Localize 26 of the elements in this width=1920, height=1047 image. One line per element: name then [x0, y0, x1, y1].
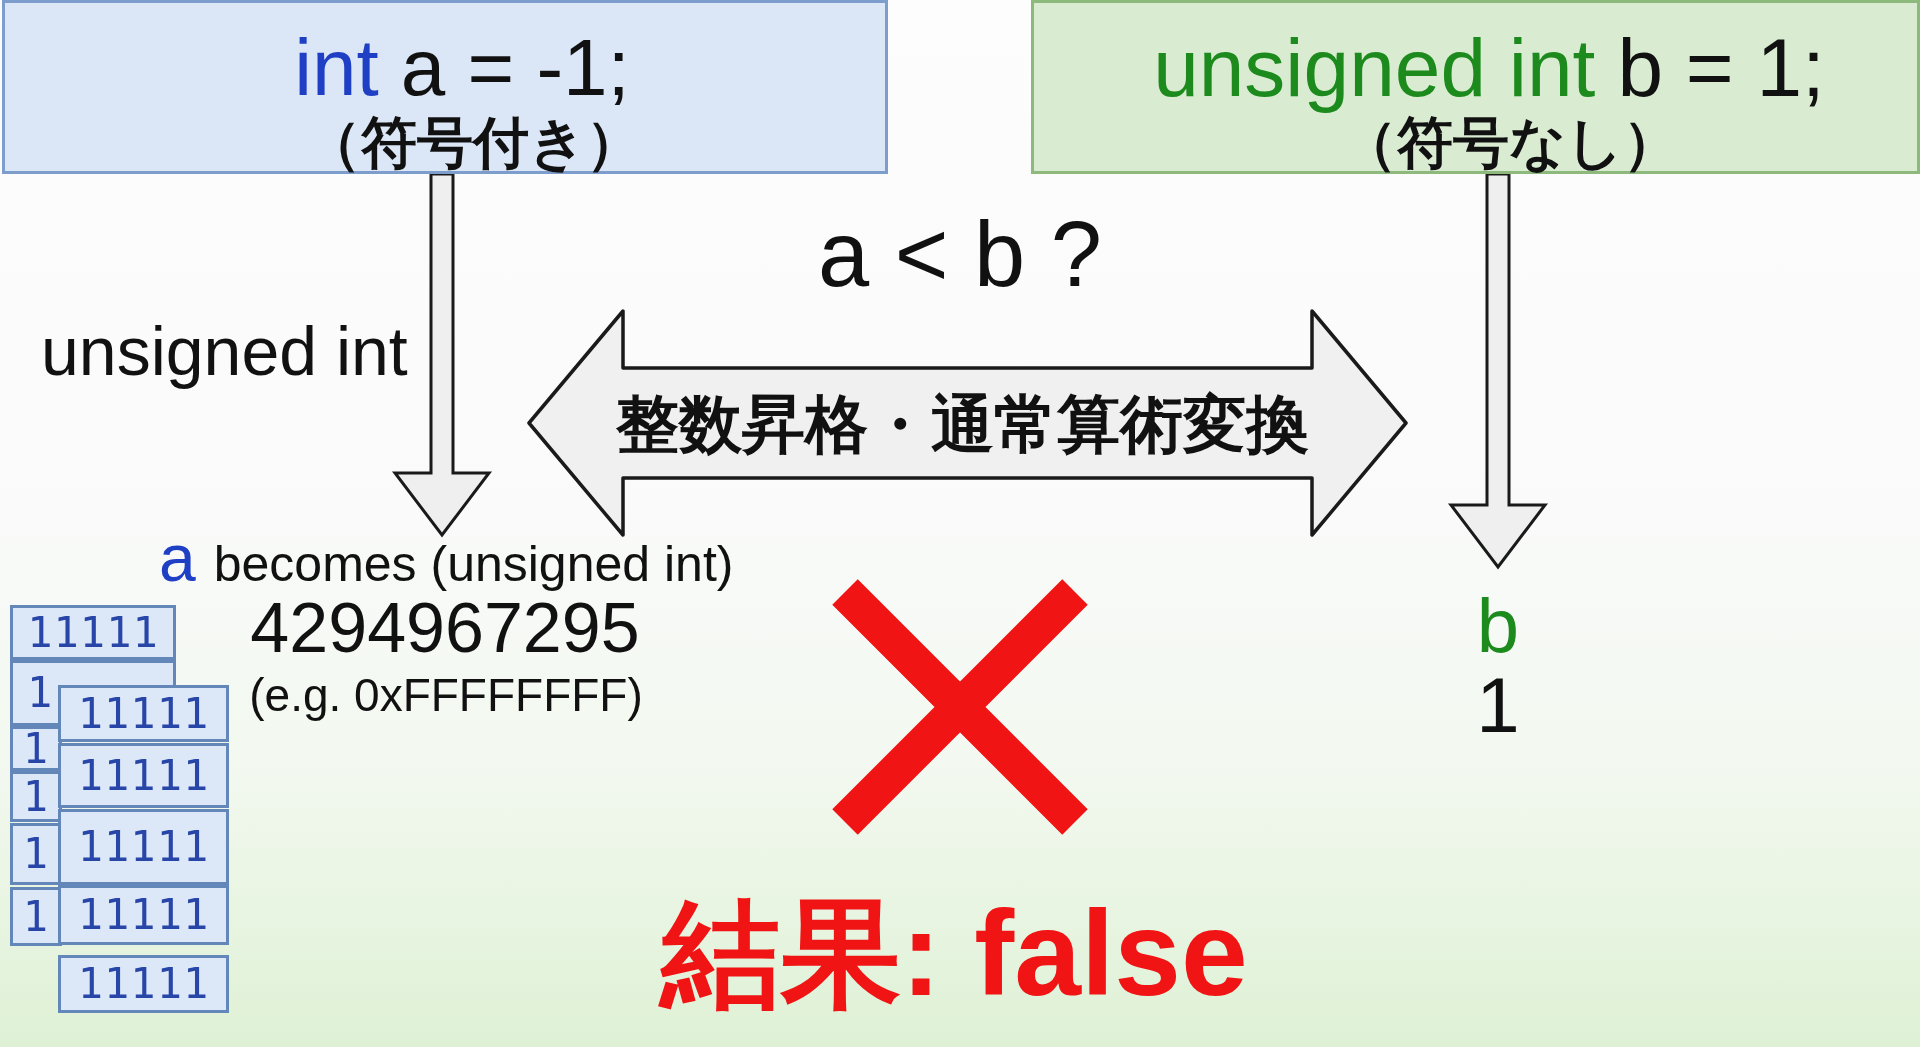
type-keyword: int	[294, 23, 379, 114]
type-keyword: unsigned int	[1153, 21, 1596, 114]
arrow-text: 整数昇格・通常算術変換	[615, 388, 1309, 460]
edge-label: unsigned int	[41, 313, 408, 390]
declaration-box	[2, 0, 888, 174]
arrow	[1448, 172, 1548, 570]
bit-tile: 11111	[58, 685, 229, 742]
conversion-text: becomes (unsigned int)	[213, 536, 734, 593]
bit-tile: 11111	[58, 809, 229, 885]
variable-name: a	[159, 529, 196, 589]
arrow	[392, 172, 492, 538]
bit-tile: 1	[10, 771, 62, 822]
question-text: a < b ?	[818, 202, 1102, 306]
note-text: （符号なし）	[1341, 112, 1679, 175]
double-arrow	[526, 308, 1409, 538]
note-text: （符号付き）	[304, 112, 642, 175]
bit-tile: 11111	[10, 605, 176, 660]
bit-tile: 1	[10, 887, 62, 946]
bit-tile: 11111	[58, 885, 229, 945]
bit-tile: 1	[10, 726, 62, 771]
declaration-box	[1031, 0, 1920, 174]
hex-value-text: (e.g. 0xFFFFFFFF)	[249, 670, 643, 722]
bit-tile: 11111	[58, 955, 229, 1013]
bit-tile: 11111	[58, 743, 229, 808]
code-text: b = 1;	[1617, 21, 1825, 114]
code-text: a = -1;	[400, 23, 630, 114]
